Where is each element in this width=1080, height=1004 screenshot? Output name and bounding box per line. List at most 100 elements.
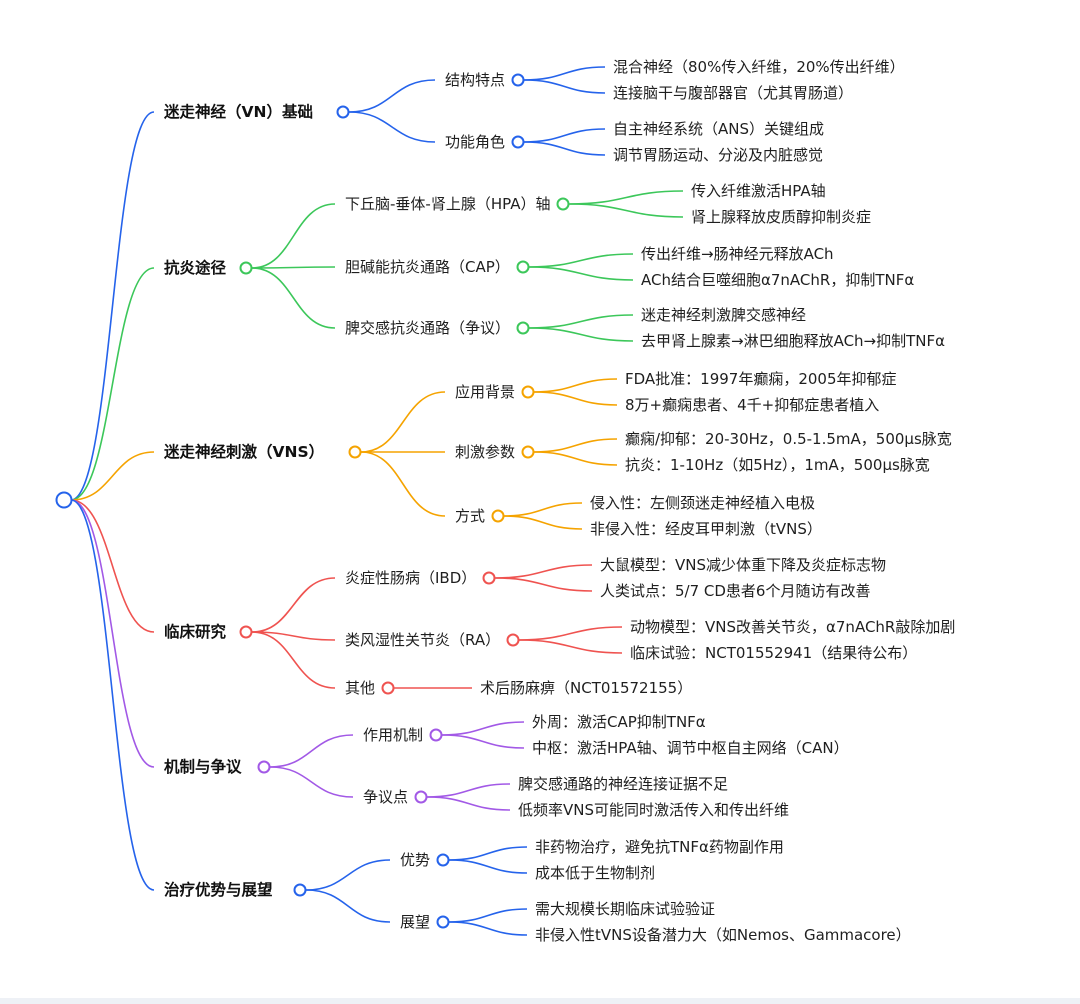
- sub-branch-label[interactable]: 展望: [400, 913, 431, 931]
- leaf-label[interactable]: 非药物治疗，避免抗TNFα药物副作用: [535, 838, 784, 856]
- leaf-label[interactable]: 非侵入性tVNS设备潜力大（如Nemos、Gammacore）: [535, 926, 911, 944]
- link-curve: [519, 626, 623, 641]
- branch-node[interactable]: [239, 261, 253, 275]
- branch-node[interactable]: [348, 445, 362, 459]
- branch-node[interactable]: [257, 760, 271, 774]
- branch-label[interactable]: 抗炎途径: [164, 259, 227, 277]
- sub-branch-label[interactable]: 下丘脑-垂体-肾上腺（HPA）轴: [345, 195, 551, 213]
- leaf-label[interactable]: 传出纤维→肠神经元释放ACh: [641, 245, 834, 263]
- link-curve: [569, 190, 684, 205]
- leaf-label[interactable]: 传入纤维激活HPA轴: [691, 182, 826, 200]
- sub-branch-node[interactable]: [511, 73, 525, 87]
- branch-node[interactable]: [336, 105, 350, 119]
- sub-branch-node[interactable]: [436, 915, 450, 929]
- sub-branch-label[interactable]: 功能角色: [445, 133, 506, 151]
- leaf-label[interactable]: 抗炎：1-10Hz（如5Hz），1mA，500µs脉宽: [625, 456, 930, 474]
- link-curve: [427, 796, 511, 811]
- link-curve: [524, 66, 606, 81]
- sub-branch-node[interactable]: [414, 790, 428, 804]
- branch-label[interactable]: 治疗优势与展望: [164, 881, 273, 899]
- leaf-label[interactable]: 连接脑干与腹部器官（尤其胃肠道）: [613, 84, 854, 102]
- branch-node[interactable]: [239, 625, 253, 639]
- sub-branch-node[interactable]: [516, 260, 530, 274]
- sub-branch-node[interactable]: [491, 509, 505, 523]
- leaf-label[interactable]: 迷走神经刺激脾交感神经: [641, 306, 807, 324]
- sub-branch-node[interactable]: [381, 681, 395, 695]
- leaf-label[interactable]: 外周：激活CAP抑制TNFα: [532, 713, 706, 731]
- sub-branch-node[interactable]: [429, 728, 443, 742]
- branch-label[interactable]: 机制与争议: [164, 758, 242, 776]
- link-curve: [251, 631, 336, 641]
- link-curve: [495, 564, 593, 579]
- link-curve: [348, 111, 436, 143]
- link-curve: [427, 783, 511, 798]
- leaf-label[interactable]: ACh结合巨噬细胞α7nAChR，抑制TNFα: [641, 271, 915, 289]
- branch-node[interactable]: [293, 883, 307, 897]
- leaf-label[interactable]: 动物模型：VNS改善关节炎，α7nAChR敲除加剧: [630, 618, 956, 636]
- leaf-label[interactable]: 侵入性：左侧颈迷走神经植入电极: [590, 494, 816, 512]
- link-curve: [251, 203, 336, 269]
- root-node[interactable]: [55, 491, 73, 509]
- sub-branch-node[interactable]: [556, 197, 570, 211]
- sub-branch-label[interactable]: 结构特点: [445, 71, 506, 89]
- branch-label[interactable]: 临床研究: [164, 623, 227, 641]
- link-curve: [534, 438, 618, 453]
- link-curve: [251, 631, 336, 689]
- link-curve: [534, 451, 618, 466]
- link-curve: [251, 577, 336, 633]
- link-curve: [70, 451, 155, 501]
- sub-branch-node[interactable]: [521, 445, 535, 459]
- sub-branch-label[interactable]: 争议点: [363, 788, 409, 806]
- leaf-label[interactable]: 肾上腺释放皮质醇抑制炎症: [691, 208, 872, 226]
- leaf-label[interactable]: 临床试验：NCT01552941（结果待公布）: [630, 644, 918, 662]
- branch-label[interactable]: 迷走神经（VN）基础: [164, 103, 313, 121]
- branch-label[interactable]: 迷走神经刺激（VNS）: [164, 443, 325, 461]
- leaf-label[interactable]: 成本低于生物制剂: [535, 864, 656, 882]
- sub-branch-label[interactable]: 类风湿性关节炎（RA）: [345, 631, 501, 649]
- sub-branch-node[interactable]: [482, 571, 496, 585]
- link-curve: [305, 889, 391, 923]
- sub-branch-label[interactable]: 炎症性肠病（IBD）: [345, 569, 477, 587]
- leaf-label[interactable]: FDA批准：1997年癫痫，2005年抑郁症: [625, 370, 897, 388]
- sub-branch-label[interactable]: 作用机制: [363, 726, 424, 744]
- sub-branch-label[interactable]: 其他: [345, 679, 376, 697]
- sub-branch-node[interactable]: [521, 385, 535, 399]
- sub-branch-label[interactable]: 应用背景: [455, 383, 516, 401]
- leaf-label[interactable]: 8万+癫痫患者、4千+抑郁症患者植入: [625, 396, 880, 414]
- leaf-label[interactable]: 癫痫/抑郁：20-30Hz，0.5-1.5mA，500µs脉宽: [625, 430, 952, 448]
- link-curve: [449, 921, 528, 936]
- sub-branch-label[interactable]: 方式: [455, 507, 486, 525]
- link-curve: [495, 577, 593, 592]
- link-curve: [449, 859, 528, 874]
- link-curve: [442, 721, 525, 736]
- leaf-label[interactable]: 调节胃肠运动、分泌及内脏感觉: [613, 146, 824, 164]
- leaf-label[interactable]: 非侵入性：经皮耳甲刺激（tVNS）: [590, 520, 822, 538]
- sub-branch-node[interactable]: [506, 633, 520, 647]
- leaf-label[interactable]: 低频率VNS可能同时激活传入和传出纤维: [518, 801, 790, 819]
- link-curve: [528, 253, 634, 268]
- leaf-label[interactable]: 去甲肾上腺素→淋巴细胞释放ACh→抑制TNFα: [641, 332, 946, 350]
- link-curve: [524, 141, 606, 156]
- sub-branch-node[interactable]: [516, 321, 530, 335]
- leaf-label[interactable]: 大鼠模型：VNS减少体重下降及炎症标志物: [600, 556, 887, 574]
- sub-branch-node[interactable]: [511, 135, 525, 149]
- leaf-label[interactable]: 混合神经（80%传入纤维，20%传出纤维）: [613, 58, 905, 76]
- leaf-label[interactable]: 人类试点：5/7 CD患者6个月随访有改善: [600, 582, 871, 600]
- link-curve: [360, 391, 446, 453]
- sub-branch-label[interactable]: 优势: [400, 851, 431, 869]
- leaf-label[interactable]: 需大规模长期临床试验验证: [535, 900, 716, 918]
- sub-branch-label[interactable]: 脾交感抗炎通路（争议）: [345, 319, 511, 337]
- leaf-label[interactable]: 中枢：激活HPA轴、调节中枢自主网络（CAN）: [532, 739, 849, 757]
- leaf-label[interactable]: 自主神经系统（ANS）关键组成: [613, 120, 825, 138]
- sub-branch-label[interactable]: 刺激参数: [455, 443, 516, 461]
- link-curve: [534, 378, 618, 393]
- sub-branch-label[interactable]: 胆碱能抗炎通路（CAP）: [345, 258, 510, 276]
- leaf-label[interactable]: 术后肠麻痹（NCT01572155）: [480, 679, 693, 697]
- leaf-label[interactable]: 脾交感通路的神经连接证据不足: [518, 775, 729, 793]
- link-curve: [449, 908, 528, 923]
- sub-branch-node[interactable]: [436, 853, 450, 867]
- link-curve: [251, 267, 336, 329]
- link-curve: [524, 79, 606, 94]
